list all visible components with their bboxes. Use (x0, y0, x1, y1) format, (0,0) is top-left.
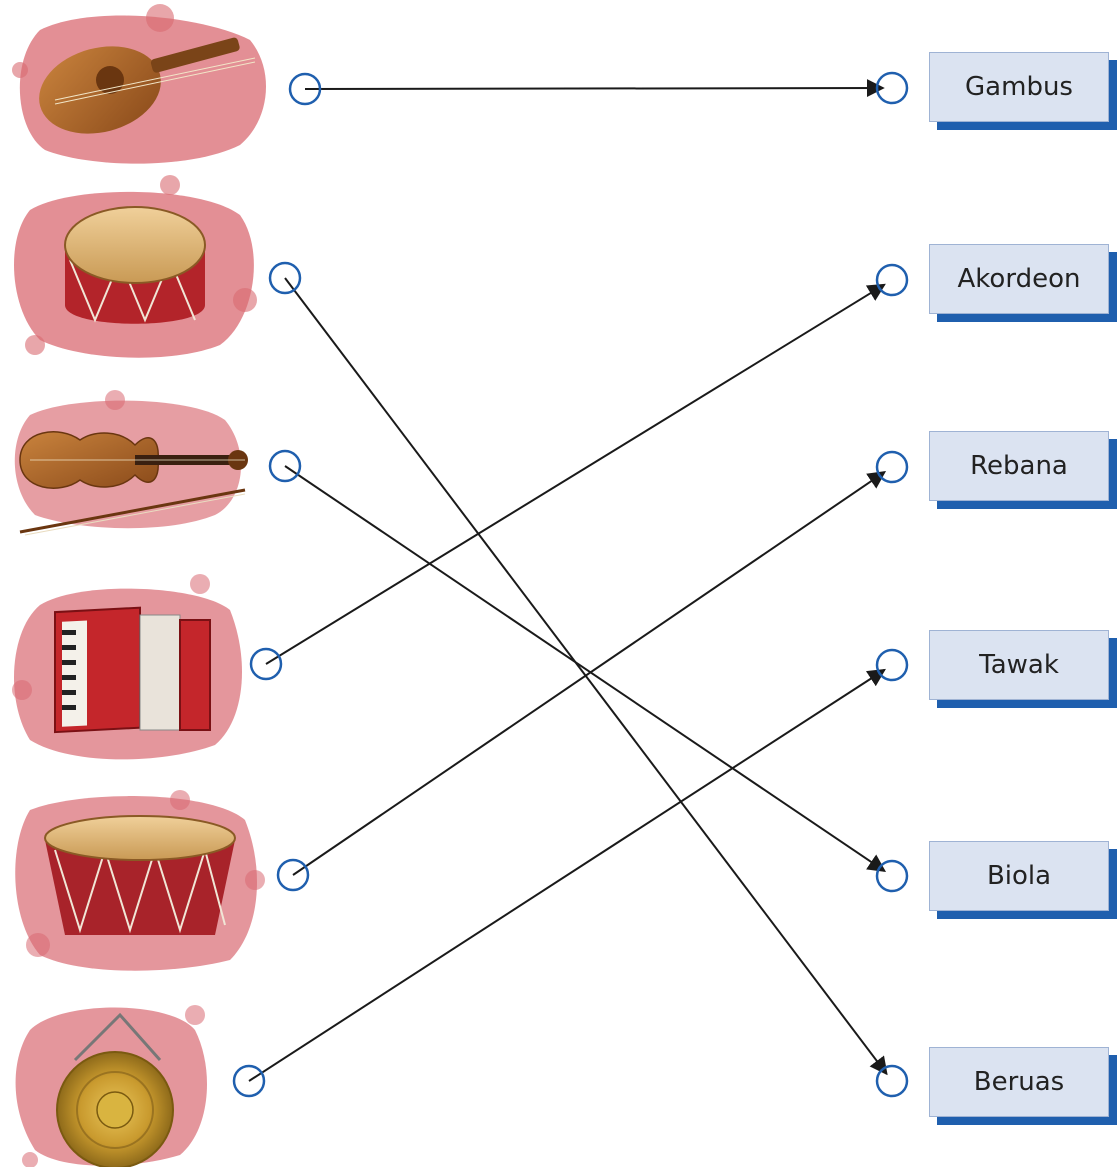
match-line-4 (292, 471, 887, 876)
match-line-2 (284, 465, 887, 872)
start-connector-5[interactable] (232, 1064, 266, 1098)
end-connector-1[interactable] (875, 263, 909, 297)
label-rebana[interactable]: Rebana (929, 431, 1117, 509)
rebana-drum-icon (13, 175, 257, 358)
label-biola[interactable]: Biola (929, 841, 1117, 919)
end-connector-3[interactable] (875, 648, 909, 682)
start-connector-3[interactable] (249, 647, 283, 681)
match-line-3 (265, 283, 886, 665)
label-text: Akordeon (929, 244, 1109, 314)
label-akordeon[interactable]: Akordeon (929, 244, 1117, 322)
match-line-0 (304, 79, 885, 98)
match-lines (248, 79, 888, 1082)
label-text: Rebana (929, 431, 1109, 501)
label-text: Beruas (929, 1047, 1109, 1117)
end-connector-0[interactable] (875, 71, 909, 105)
label-tawak[interactable]: Tawak (929, 630, 1117, 708)
end-connector-4[interactable] (875, 859, 909, 893)
start-connector-4[interactable] (276, 858, 310, 892)
label-beruas[interactable]: Beruas (929, 1047, 1117, 1125)
label-text: Gambus (929, 52, 1109, 122)
violin-icon (14, 390, 248, 536)
start-connector-0[interactable] (288, 72, 322, 106)
end-connectors (875, 71, 909, 1098)
label-text: Biola (929, 841, 1109, 911)
oud-icon (12, 4, 267, 164)
label-gambus[interactable]: Gambus (929, 52, 1117, 130)
label-text: Tawak (929, 630, 1109, 700)
end-connector-2[interactable] (875, 450, 909, 484)
start-connector-1[interactable] (268, 261, 302, 295)
beruas-drum-icon (15, 790, 265, 971)
accordion-icon (12, 574, 243, 760)
match-line-5 (248, 668, 886, 1082)
gong-icon (15, 1005, 207, 1167)
start-connector-2[interactable] (268, 449, 302, 483)
end-connector-5[interactable] (875, 1064, 909, 1098)
start-connectors (232, 72, 322, 1098)
